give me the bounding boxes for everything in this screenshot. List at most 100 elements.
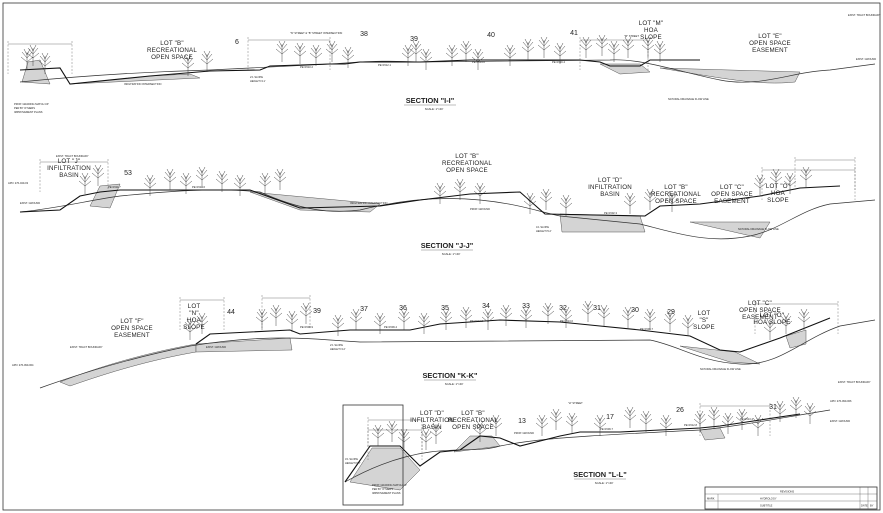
section-label: 17 <box>606 414 614 421</box>
tree-symbol <box>385 420 399 442</box>
tree-symbol <box>78 172 92 194</box>
section-label: RECREATIONAL <box>651 191 701 198</box>
proposed-grade-line <box>344 413 801 483</box>
section-label: BASIN <box>59 172 79 179</box>
tree-branches <box>293 42 307 57</box>
tree-symbol <box>559 194 573 216</box>
tree-branches <box>419 48 433 63</box>
tree-branches <box>523 192 537 207</box>
tree-branches <box>143 174 157 189</box>
tree-branches <box>541 302 555 317</box>
section-label: PROP. GROUND <box>514 431 534 435</box>
cut-fill-area <box>689 221 771 239</box>
section-label: EXIST. TRACT BOUNDARY <box>56 154 89 158</box>
cut-fill-area <box>59 343 197 387</box>
tree-branches <box>559 194 573 209</box>
section-label: 30 <box>631 307 639 314</box>
tree-symbol <box>215 170 229 192</box>
tree-symbol <box>481 308 495 330</box>
tree-symbol <box>397 428 411 450</box>
section-label: PE=1516.4 <box>552 60 565 64</box>
tree-branches <box>481 308 495 323</box>
tree-branches <box>621 306 635 321</box>
tree-symbol <box>797 308 811 330</box>
section-label: HOA <box>187 317 202 324</box>
section-label: 37 <box>360 306 368 313</box>
section-title: SECTION "I-I" <box>406 96 455 105</box>
section-label: LOT "E" <box>758 33 782 40</box>
section-label: LOT "J" <box>58 158 81 165</box>
section-label: NATURAL DRAINAGE FLOW LINE <box>668 97 709 101</box>
section-label: 13 <box>518 418 526 425</box>
tree-symbol <box>643 308 657 330</box>
section-label: EXIST. GROUND <box>20 201 40 205</box>
section-label: EXIST. GROUND <box>830 419 850 423</box>
section-label: PE=1508.9 <box>300 325 313 329</box>
section-label: HEIGHT=3.2' <box>330 347 346 351</box>
tree-branches <box>195 166 209 181</box>
tree-symbol <box>409 40 423 62</box>
tree-symbol <box>195 312 209 334</box>
tree-branches <box>397 428 411 443</box>
tree-branches <box>409 40 423 55</box>
tree-symbol <box>623 406 637 428</box>
section-label: 2:1 SLOPE <box>330 343 343 347</box>
tree-symbol <box>537 36 551 58</box>
cut-fill-area <box>785 329 807 349</box>
tree-branches <box>539 188 553 203</box>
section-label: OPEN SPACE <box>711 191 753 198</box>
section-label: EXIST. GROUND <box>206 345 226 349</box>
tree-symbol <box>445 44 459 66</box>
section-label: 33 <box>522 303 530 310</box>
section-label: IMPROVEMENT PLANS <box>372 491 401 495</box>
section-label: BASIN <box>600 191 620 198</box>
tree-symbol <box>325 40 339 62</box>
existing-ground-line <box>344 409 831 483</box>
tree-symbol <box>439 308 453 330</box>
title-block-row: HYDROLOGY <box>760 497 777 501</box>
tree-branches <box>269 304 283 319</box>
cut-fill-area <box>195 337 293 353</box>
tree-symbol <box>499 304 513 326</box>
section-label: PE=1512.1 <box>378 63 391 67</box>
tree-symbol <box>273 168 287 190</box>
tree-symbol <box>773 400 787 422</box>
tree-branches <box>26 44 40 59</box>
section-label: LOT "B" <box>664 184 688 191</box>
tree-branches <box>91 164 105 179</box>
section-l-frame <box>342 404 404 506</box>
tree-branches <box>789 396 803 411</box>
section-label: LOT "F" <box>120 318 143 325</box>
title-block-col-label: BY <box>870 504 874 508</box>
tree-symbol <box>521 38 535 60</box>
cut-fill-area <box>21 59 51 85</box>
section-label: OPEN SPACE <box>739 307 781 314</box>
section-label: PE=1512.8 <box>684 423 697 427</box>
tree-branches <box>331 314 345 329</box>
section-label: EASEMENT <box>714 198 750 205</box>
tree-branches <box>417 312 431 327</box>
section-label: PE=1502.3 <box>604 211 617 215</box>
section-label: 34 <box>482 303 490 310</box>
tree-branches <box>621 36 635 51</box>
section-label: IMPROVEMENT PLANS <box>14 110 43 114</box>
section-label: PE=1514.0 <box>472 60 485 64</box>
section-scale: SCALE: 1"=40' <box>445 382 464 386</box>
tree-symbol <box>523 192 537 214</box>
tree-symbol <box>607 40 621 62</box>
title-block-col-label: MARK <box>707 497 715 501</box>
tree-branches <box>643 188 657 203</box>
tree-symbol <box>769 168 783 190</box>
tree-symbol <box>285 310 299 332</box>
tree-branches <box>459 306 473 321</box>
section-label: "S" <box>699 317 708 324</box>
section-label: LOT "O" <box>766 183 790 190</box>
section-label: LOT "B" <box>455 153 479 160</box>
section-k-k: LOT "F"OPEN SPACEEASEMENTLOT"N"HOASLOPE4… <box>12 295 876 389</box>
tree-branches <box>751 414 765 429</box>
tree-branches <box>273 168 287 183</box>
tree-symbol <box>293 42 307 64</box>
tree-branches <box>419 428 433 443</box>
